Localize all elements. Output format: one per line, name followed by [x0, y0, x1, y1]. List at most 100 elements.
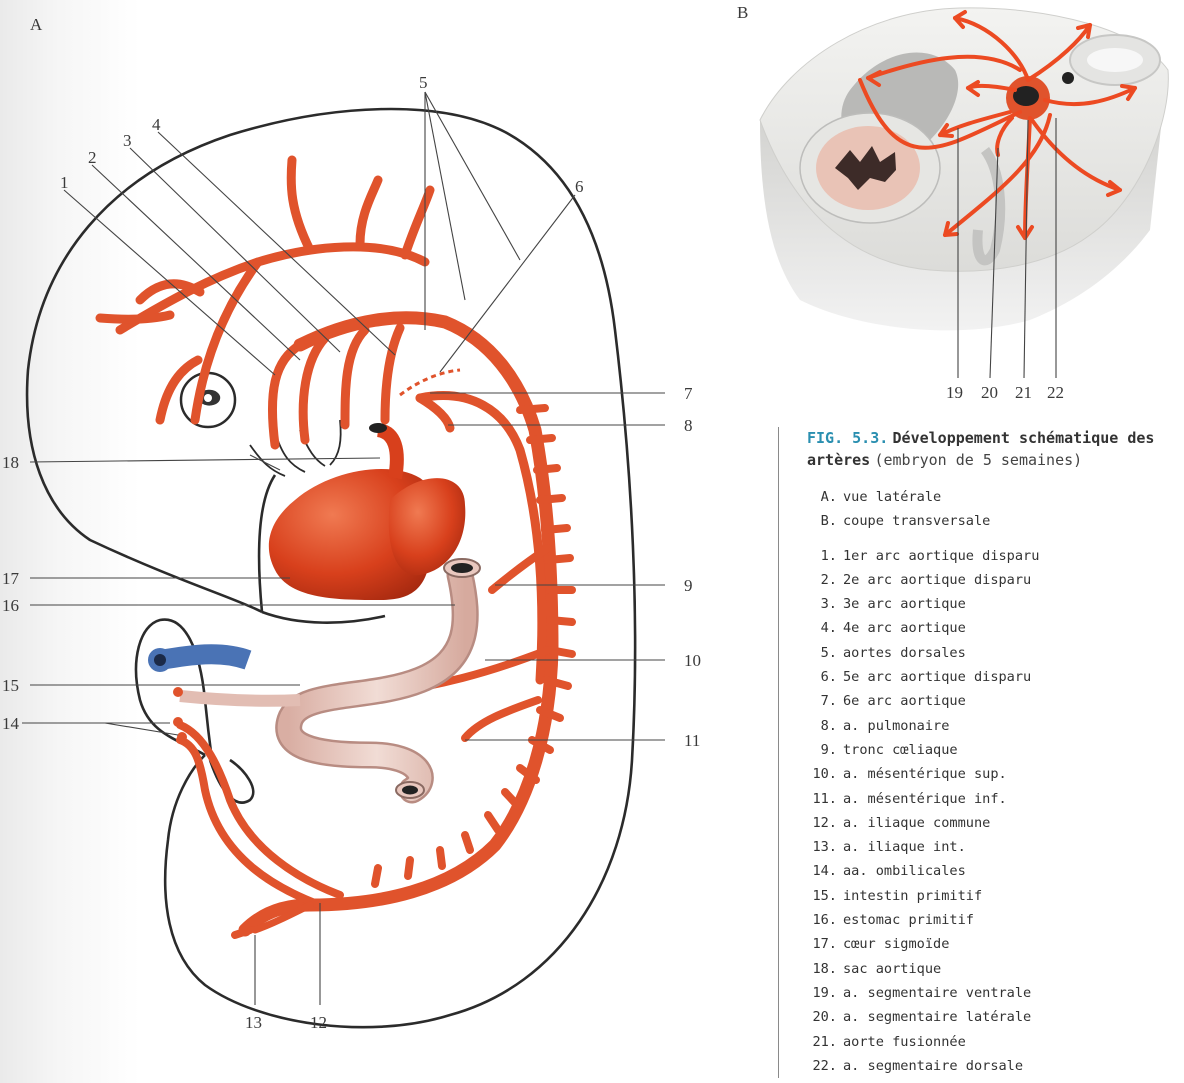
- legend-item: 7. 6e arc aortique: [807, 689, 1184, 713]
- legend-text: a. segmentaire dorsale: [843, 1058, 1023, 1074]
- legend-item: 21. aorte fusionnée: [807, 1030, 1184, 1054]
- legend-item: 1. 1er arc aortique disparu: [807, 544, 1184, 568]
- legend-item: 11. a. mésentérique inf.: [807, 787, 1184, 811]
- figure-subtitle: (embryon de 5 semaines): [874, 451, 1082, 469]
- legend-text: intestin primitif: [843, 888, 982, 904]
- legend-text: 6e arc aortique: [843, 693, 966, 709]
- legend-text: 1er arc aortique disparu: [843, 548, 1039, 564]
- callout-11: 11: [684, 731, 700, 750]
- legend-list: 1. 1er arc aortique disparu 2. 2e arc aorti…: [807, 544, 1184, 1079]
- legend-text: tronc cœliaque: [843, 742, 958, 758]
- callout-16: 16: [2, 596, 19, 615]
- legend-number: 20.: [807, 1005, 837, 1029]
- callout-10: 10: [684, 651, 701, 670]
- callout-20: 20: [981, 383, 998, 402]
- legend-item: 15. intestin primitif: [807, 884, 1184, 908]
- callout-15: 15: [2, 676, 19, 695]
- legend-item: 8. a. pulmonaire: [807, 714, 1184, 738]
- legend-text: aorte fusionnée: [843, 1034, 966, 1050]
- figure-legend: FIG. 5.3. Développement schématique des …: [778, 427, 1184, 1078]
- legend-text: aortes dorsales: [843, 645, 966, 661]
- legend-text: a. segmentaire ventrale: [843, 985, 1031, 1001]
- callout-7: 7: [684, 384, 693, 403]
- legend-item: 5. aortes dorsales: [807, 641, 1184, 665]
- legend-text: 2e arc aortique disparu: [843, 572, 1031, 588]
- figure-number: FIG. 5.3.: [807, 429, 888, 447]
- legend-number: 10.: [807, 762, 837, 786]
- view-number: B.: [807, 509, 837, 533]
- view-item: B. coupe transversale: [807, 509, 1184, 533]
- legend-item: 19.a. segmentaire ventrale: [807, 981, 1184, 1005]
- aortic-arches: [272, 328, 450, 445]
- legend-text: a. segmentaire latérale: [843, 1009, 1031, 1025]
- legend-number: 2.: [807, 568, 837, 592]
- legend-item: 3. 3e arc aortique: [807, 592, 1184, 616]
- callout-22: 22: [1047, 383, 1064, 402]
- legend-number: 6.: [807, 665, 837, 689]
- legend-text: a. mésentérique inf.: [843, 791, 1007, 807]
- legend-number: 13.: [807, 835, 837, 859]
- callout-18: 18: [2, 453, 19, 472]
- callout-8: 8: [684, 416, 693, 435]
- legend-text: estomac primitif: [843, 912, 974, 928]
- legend-number: 9.: [807, 738, 837, 762]
- legend-number: 8.: [807, 714, 837, 738]
- legend-item: 2. 2e arc aortique disparu: [807, 568, 1184, 592]
- callout-6: 6: [575, 177, 584, 196]
- figure-caption: FIG. 5.3. Développement schématique des …: [779, 427, 1184, 471]
- neck-fold: [262, 612, 385, 623]
- view-number: A.: [807, 485, 837, 509]
- eye-icon: [181, 373, 235, 427]
- legend-item: 20. a. segmentaire latérale: [807, 1005, 1184, 1029]
- legend-item: 12.a. iliaque commune: [807, 811, 1184, 835]
- legend-text: a. pulmonaire: [843, 718, 949, 734]
- callout-1: 1: [60, 173, 69, 192]
- legend-item: 6.5e arc aortique disparu: [807, 665, 1184, 689]
- legend-item: 18.sac aortique: [807, 957, 1184, 981]
- legend-number: 12.: [807, 811, 837, 835]
- legend-number: 3.: [807, 592, 837, 616]
- cranial-arteries: [100, 160, 430, 420]
- legend-number: 1.: [807, 544, 837, 568]
- view-text: coupe transversale: [843, 513, 990, 529]
- legend-number: 14.: [807, 859, 837, 883]
- view-text: vue latérale: [843, 489, 941, 505]
- legend-item: 17. cœur sigmoïde: [807, 932, 1184, 956]
- legend-item: 4.4e arc aortique: [807, 616, 1184, 640]
- legend-number: 11.: [807, 787, 837, 811]
- heart-illustration: [269, 423, 465, 600]
- panel-b-label: B: [737, 3, 748, 22]
- callout-5: 5: [419, 73, 428, 92]
- callout-2: 2: [88, 148, 97, 167]
- fifth-arch-dashed: [400, 370, 460, 395]
- legend-number: 15.: [807, 884, 837, 908]
- legend-number: 5.: [807, 641, 837, 665]
- dorsal-aortae: [245, 318, 552, 930]
- legend-text: cœur sigmoïde: [843, 936, 949, 952]
- legend-number: 17.: [807, 932, 837, 956]
- callout-12: 12: [310, 1013, 327, 1032]
- legend-number: 18.: [807, 957, 837, 981]
- callout-19: 19: [946, 383, 963, 402]
- legend-item: 22. a. segmentaire dorsale: [807, 1054, 1184, 1078]
- callout-21: 21: [1015, 383, 1032, 402]
- callout-9: 9: [684, 576, 693, 595]
- umbilical-vein: [148, 648, 248, 672]
- callout-14: 14: [2, 714, 20, 733]
- callout-13: 13: [245, 1013, 262, 1032]
- legend-text: 4e arc aortique: [843, 620, 966, 636]
- callout-17: 17: [2, 569, 20, 588]
- legend-number: 22.: [807, 1054, 837, 1078]
- legend-text: a. mésentérique sup.: [843, 766, 1007, 782]
- legend-number: 7.: [807, 689, 837, 713]
- panel-a-label: A: [30, 15, 43, 34]
- legend-text: 3e arc aortique: [843, 596, 966, 612]
- legend-number: 21.: [807, 1030, 837, 1054]
- legend-text: aa. ombilicales: [843, 863, 966, 879]
- legend-item: 13. a. iliaque int.: [807, 835, 1184, 859]
- view-item: A. vue latérale: [807, 485, 1184, 509]
- callout-3: 3: [123, 131, 132, 150]
- legend-text: a. iliaque int.: [843, 839, 966, 855]
- legend-item: 16.estomac primitif: [807, 908, 1184, 932]
